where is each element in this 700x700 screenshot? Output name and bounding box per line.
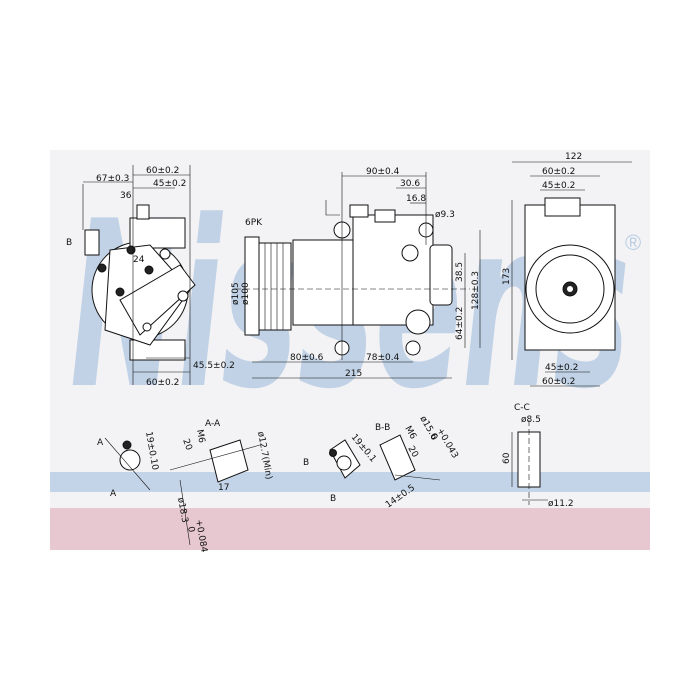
dim-label: 0 <box>427 433 439 443</box>
dim-label: 24 <box>133 255 145 265</box>
dim-label: 60±0.2 <box>542 377 575 387</box>
right-view: 122 60±0.2 45±0.2 173 45±0.2 60±0.2 <box>502 152 632 387</box>
dim-label: A <box>110 489 117 499</box>
registered-mark: ® <box>625 230 641 255</box>
dim-label: 67±0.3 <box>96 174 129 184</box>
dim-label: 60±0.2 <box>146 166 179 176</box>
dim-label: 38.5 <box>455 262 465 282</box>
dim-label: 6PK <box>245 218 263 228</box>
dim-label: 60 <box>502 452 512 464</box>
dim-label: 45±0.2 <box>545 363 578 373</box>
dim-label: 45±0.2 <box>153 179 186 189</box>
dim-label: M6 <box>194 429 206 444</box>
dim-label: 45±0.2 <box>542 181 575 191</box>
dim-label: 78±0.4 <box>366 353 400 363</box>
dim-label: 36 <box>120 191 132 201</box>
detail-cc-section: C-C ø8.5 60 ø11.2 <box>502 403 574 509</box>
dim-label: 64±0.2 <box>455 307 465 340</box>
dim-label: 16.8 <box>406 194 426 204</box>
dim-label: 17 <box>218 483 229 493</box>
section-title: C-C <box>514 403 530 413</box>
dim-label: A <box>97 438 104 448</box>
dim-label: ø18.3 <box>175 497 189 524</box>
dim-label: 173 <box>502 268 512 285</box>
dim-label: 128±0.3 <box>471 271 481 310</box>
dim-label: 90±0.4 <box>366 167 400 177</box>
dim-label: 0 <box>185 526 196 534</box>
side-view: 90±0.4 30.6 16.8 ø9.3 6PK ø105 ø100 38.5… <box>231 167 481 379</box>
dim-label: 215 <box>345 369 362 379</box>
dim-label: 45.5±0.2 <box>193 361 235 371</box>
dim-label: B <box>66 238 72 248</box>
section-title: B-B <box>375 423 390 433</box>
dim-label: 122 <box>565 152 582 162</box>
left-view: 67±0.3 60±0.2 45±0.2 36 60±0.2 45.5±0.2 … <box>66 165 235 388</box>
dim-label: 60±0.2 <box>542 167 575 177</box>
dim-label: ø100 <box>241 282 251 305</box>
blue-band <box>50 472 650 492</box>
dim-label: ø105 <box>231 282 241 305</box>
detail-a-view: A A 19±0.10 <box>97 431 160 499</box>
dim-label: ø9.3 <box>435 210 455 220</box>
dim-label: 60±0.2 <box>146 378 179 388</box>
detail-aa-section: A-A M6 20 ø12.7(Min) ø18.3 +0.084 0 17 <box>169 419 273 554</box>
dim-label: ø8.5 <box>521 415 541 425</box>
section-title: A-A <box>205 419 221 429</box>
dim-label: B <box>303 458 309 468</box>
dim-label: B <box>330 494 336 504</box>
dim-label: 30.6 <box>400 179 420 189</box>
pink-band <box>50 508 650 550</box>
dim-label: ø11.2 <box>548 499 574 509</box>
dim-label: 20 <box>180 438 193 452</box>
dim-label: 80±0.6 <box>290 353 324 363</box>
